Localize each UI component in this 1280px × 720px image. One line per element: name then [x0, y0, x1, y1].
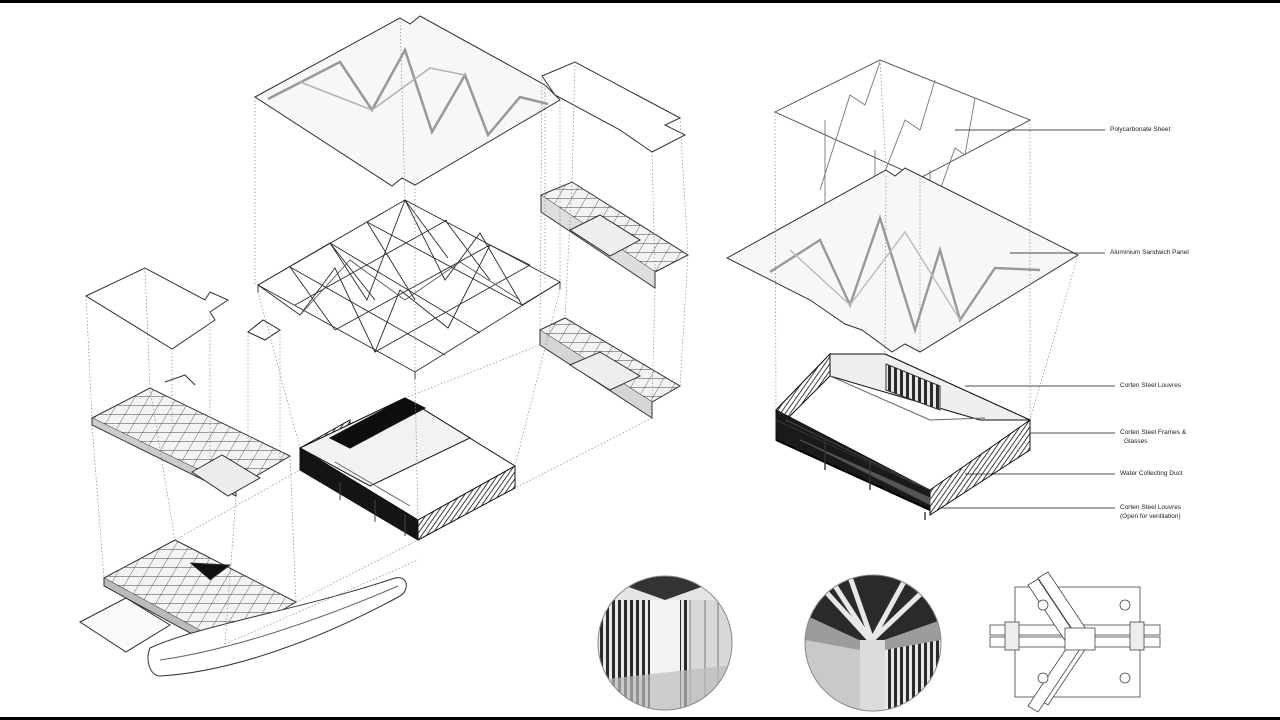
- left-roof-sheet: [254, 15, 561, 187]
- detail-photo-1: [598, 576, 732, 710]
- label-corten-steel-frames-line1: Corten Steel Frames &: [1120, 429, 1187, 436]
- top-frame-bar: [0, 0, 1280, 3]
- corten-steel-frame-box: [775, 352, 1031, 520]
- bottom-frame-bar: [0, 717, 1280, 720]
- left-building-roof-outline: [84, 267, 230, 350]
- side-floor-lower: [538, 317, 681, 419]
- left-space-frame: [257, 198, 561, 379]
- projection-lines: [85, 17, 689, 645]
- right-detail-axonometric: [725, 59, 1115, 520]
- main-hall: [298, 397, 516, 541]
- aluminium-sandwich-panel: [725, 167, 1080, 353]
- detail-photo-2-ring: [804, 574, 942, 712]
- leader-lines: [940, 129, 1115, 509]
- label-corten-steel-frames-line2: Glasses: [1124, 438, 1148, 445]
- label-water-collecting-duct: Water Collecting Duct: [1120, 470, 1183, 477]
- side-roof-outline: [541, 61, 687, 153]
- detail-photo-1-ring: [597, 575, 733, 711]
- left-exploded-axonometric: [79, 15, 690, 677]
- label-corten-steel-louvres: Corten Steel Louvres: [1120, 382, 1182, 389]
- tower-top: [247, 319, 281, 341]
- joint-plan-drawing: [989, 571, 1161, 713]
- label-aluminium-sandwich-panel: Aluminium Sandwich Panel: [1110, 249, 1189, 256]
- label-corten-steel-louvres-open-line1: Corten Steel Louvres: [1120, 504, 1182, 511]
- ground-floor-plan: [79, 539, 407, 677]
- left-building-floor: [90, 374, 292, 497]
- right-projection-lines: [774, 59, 1079, 421]
- label-corten-steel-louvres-open-line2: (Open for ventilation): [1120, 513, 1181, 520]
- side-floor-upper: [539, 181, 690, 289]
- label-polycarbonate-sheet: Polycarbonate Sheet: [1110, 126, 1171, 133]
- detail-photo-2: [805, 575, 941, 711]
